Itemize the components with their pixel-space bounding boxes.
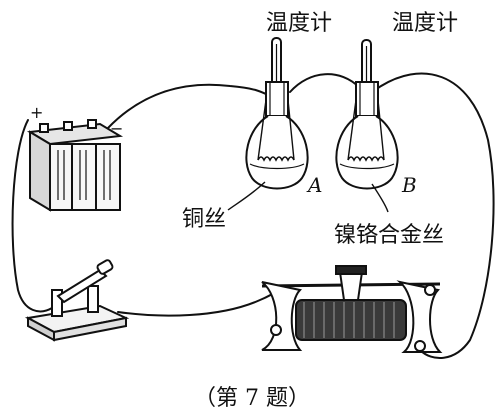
battery-minus-label: − [110, 119, 123, 138]
rheostat [261, 265, 443, 353]
battery-plus-label: + [30, 103, 43, 122]
copper-wire-label: 铜丝 [182, 207, 226, 232]
flask-b-letter: B [401, 173, 417, 197]
figure-caption: （第 7 题） [194, 386, 310, 411]
knife-switch [24, 259, 130, 342]
battery [26, 119, 124, 212]
thermometer-left-label: 温度计 [266, 11, 332, 36]
flask-b-assembly [335, 39, 399, 213]
circuit-wires [11, 72, 495, 360]
thermometer-right-label: 温度计 [392, 11, 458, 36]
flask-a-assembly [227, 37, 309, 211]
nichrome-wire-label: 镍铬合金丝 [334, 223, 444, 248]
flask-a-letter: A [306, 173, 322, 197]
